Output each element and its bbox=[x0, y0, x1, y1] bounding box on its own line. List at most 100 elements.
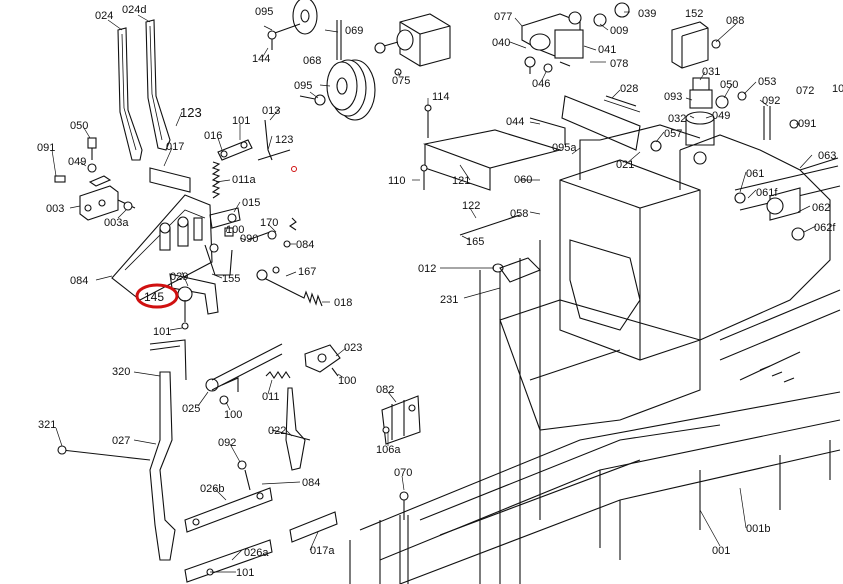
label-121: 121 bbox=[452, 175, 470, 187]
bracket-082 bbox=[381, 395, 421, 445]
label-015: 015 bbox=[242, 197, 260, 209]
sensor-093-031-032 bbox=[685, 77, 799, 165]
label-039: 039 bbox=[638, 8, 656, 20]
label-032: 032 bbox=[668, 113, 686, 125]
label-018: 018 bbox=[334, 297, 352, 309]
label-106a: 106a bbox=[376, 444, 401, 456]
label-027: 027 bbox=[112, 435, 130, 447]
label-017a: 017a bbox=[310, 545, 335, 557]
label-091b: 091 bbox=[798, 118, 816, 130]
label-101c: 101 bbox=[236, 567, 254, 579]
label-050a: 050 bbox=[70, 120, 88, 132]
rod-090-084-170 bbox=[247, 217, 297, 248]
label-068: 068 bbox=[303, 55, 321, 67]
rod-069 bbox=[336, 20, 342, 60]
label-049b: 049 bbox=[712, 110, 730, 122]
label-110: 110 bbox=[388, 175, 406, 187]
label-100a: 100 bbox=[226, 224, 244, 236]
pedal-parts-015-100 bbox=[204, 207, 241, 276]
label-011a: 011a bbox=[232, 174, 257, 186]
label-095a2: 095a bbox=[552, 142, 577, 154]
label-062f: 062f bbox=[814, 222, 836, 234]
label-011: 011 bbox=[262, 391, 280, 403]
label-049a: 049 bbox=[68, 156, 86, 168]
highlight-ring-145 bbox=[135, 283, 179, 309]
lever-024 bbox=[117, 27, 143, 161]
main-frame bbox=[349, 117, 841, 584]
label-013: 013 bbox=[262, 105, 280, 117]
label-012: 012 bbox=[418, 263, 436, 275]
label-003a: 003a bbox=[104, 217, 129, 229]
label-091a: 091 bbox=[37, 142, 55, 154]
label-001: 001 bbox=[712, 545, 730, 557]
spring-011a bbox=[211, 161, 221, 199]
motor-075 bbox=[374, 13, 451, 76]
label-001b: 001b bbox=[746, 523, 770, 535]
plate-026b bbox=[184, 460, 273, 533]
label-028: 028 bbox=[620, 83, 638, 95]
bolt-114 bbox=[424, 104, 432, 138]
valve-003 bbox=[79, 175, 136, 221]
label-061: 061 bbox=[746, 168, 764, 180]
label-101a: 101 bbox=[232, 115, 250, 127]
label-026a: 026a bbox=[244, 547, 269, 559]
shaft-061-062 bbox=[734, 157, 841, 241]
lever-024d bbox=[145, 19, 171, 151]
label-088: 088 bbox=[726, 15, 744, 27]
label-022: 022 bbox=[268, 425, 286, 437]
lever-320-027 bbox=[57, 339, 187, 561]
label-122: 122 bbox=[462, 200, 480, 212]
fitting-049-050 bbox=[54, 137, 97, 183]
label-026b: 026b bbox=[200, 483, 224, 495]
label-040: 040 bbox=[492, 37, 510, 49]
part-labels: 024 024d 095 069 144 068 095 075 077 040… bbox=[37, 4, 843, 579]
label-231: 231 bbox=[440, 294, 458, 306]
label-023: 023 bbox=[344, 342, 362, 354]
label-060: 060 bbox=[514, 174, 532, 186]
bracket-023 bbox=[304, 344, 341, 377]
label-021: 021 bbox=[616, 159, 634, 171]
label-078: 078 bbox=[610, 58, 628, 70]
label-095a: 095 bbox=[255, 6, 273, 18]
pulley-068 bbox=[326, 59, 376, 121]
label-114: 114 bbox=[432, 91, 450, 103]
label-077: 077 bbox=[494, 11, 512, 23]
chain-028 bbox=[603, 95, 641, 113]
label-041: 041 bbox=[598, 44, 616, 56]
belt-021 bbox=[561, 95, 662, 152]
label-165: 165 bbox=[466, 236, 484, 248]
bracket-152 bbox=[671, 21, 721, 69]
label-063: 063 bbox=[818, 150, 836, 162]
label-025: 025 bbox=[182, 403, 200, 415]
label-092b: 092 bbox=[762, 95, 780, 107]
label-100c: 100 bbox=[224, 409, 242, 421]
label-084a: 084 bbox=[296, 239, 314, 251]
leader-lines bbox=[51, 11, 817, 573]
label-123b: 123 bbox=[275, 134, 293, 146]
label-170: 170 bbox=[260, 217, 278, 229]
bracket-assembly-017 bbox=[111, 167, 219, 330]
label-029: 029 bbox=[170, 271, 188, 283]
label-044: 044 bbox=[506, 116, 524, 128]
label-321: 321 bbox=[38, 419, 56, 431]
label-084c: 084 bbox=[302, 477, 320, 489]
label-123a: 123 bbox=[180, 105, 202, 120]
red-marker-dot bbox=[291, 166, 297, 172]
label-095b: 095 bbox=[294, 80, 312, 92]
label-031: 031 bbox=[702, 66, 720, 78]
label-144: 144 bbox=[252, 53, 270, 65]
label-003: 003 bbox=[46, 203, 64, 215]
label-061f: 061f bbox=[756, 187, 778, 199]
label-050b: 050 bbox=[720, 79, 738, 91]
bolt-110 bbox=[420, 164, 428, 190]
bolt-070 bbox=[399, 491, 409, 520]
label-017: 017 bbox=[166, 141, 184, 153]
label-090: 090 bbox=[240, 233, 258, 245]
label-092a: 092 bbox=[218, 437, 236, 449]
spring-011 bbox=[265, 371, 291, 379]
label-155: 155 bbox=[222, 273, 240, 285]
linkage-167-018 bbox=[256, 266, 323, 307]
label-024d: 024d bbox=[122, 4, 146, 16]
label-101b: 101 bbox=[153, 326, 171, 338]
pulley-095 bbox=[267, 0, 318, 50]
